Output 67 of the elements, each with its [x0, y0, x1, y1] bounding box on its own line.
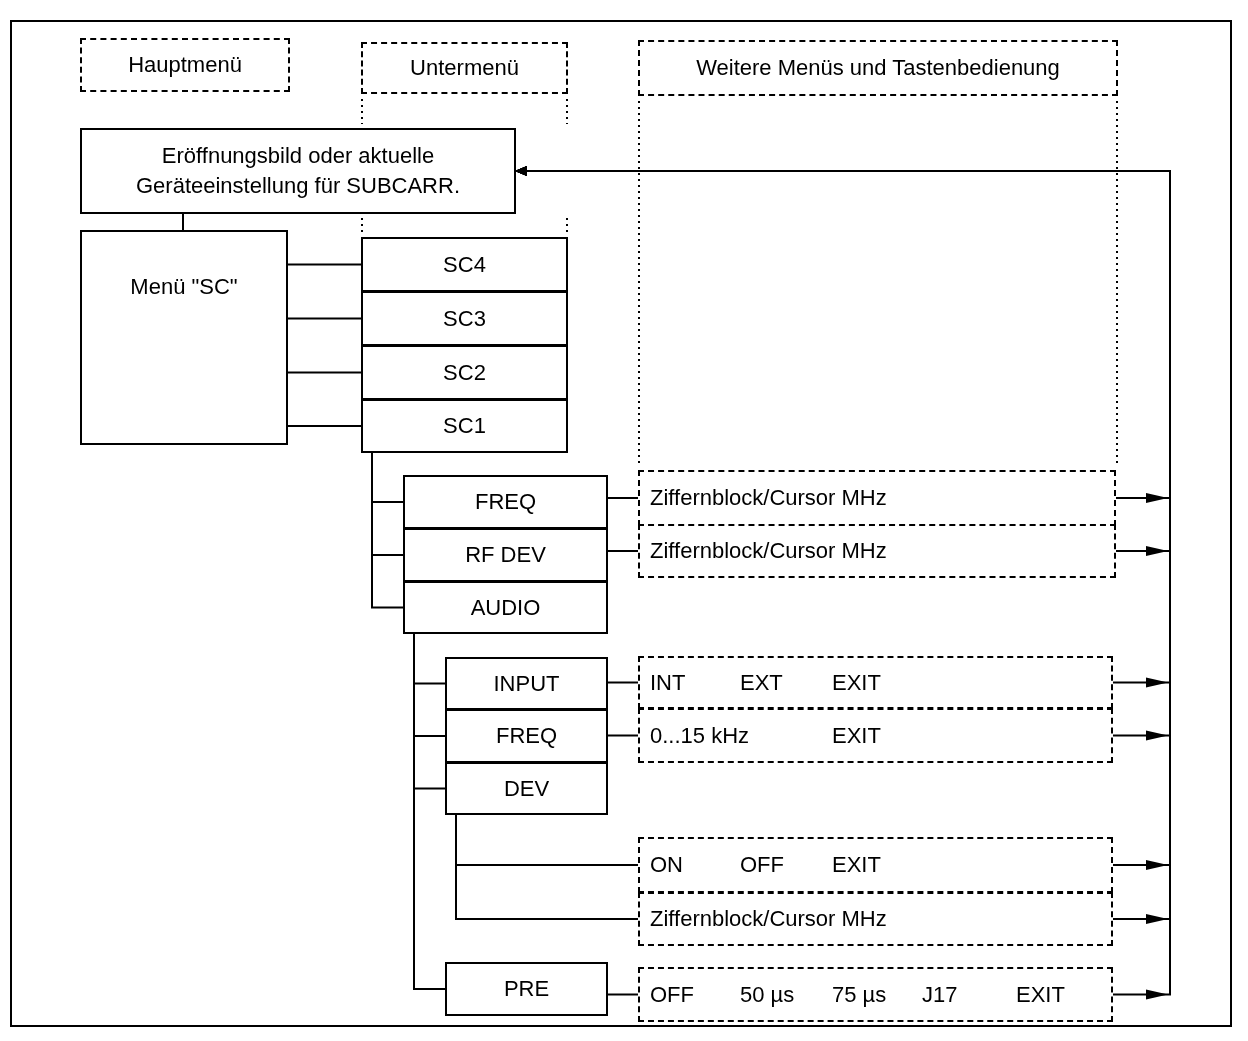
- menu-label: AUDIO: [469, 593, 542, 622]
- column-title: Untermenü: [409, 54, 520, 82]
- connector-line: [287, 425, 362, 427]
- menu-box: [403, 475, 608, 529]
- column-header: [361, 42, 568, 94]
- column-title: Weitere Menüs und Tastenbedienung: [695, 54, 1061, 82]
- option-label: ON: [650, 851, 683, 879]
- option-label: 50 µs: [740, 980, 795, 1009]
- menu-label: PRE: [502, 975, 551, 1003]
- connector-line: [607, 550, 639, 552]
- connector-line: [287, 317, 362, 320]
- option-label: 75 µs: [832, 980, 887, 1009]
- menu-box: [445, 762, 608, 815]
- menu-label: SC1: [442, 412, 487, 440]
- menu-label: FREQ: [473, 488, 538, 516]
- menu-label: Eröffnungsbild oder aktuelle Geräteeinstellung für SUBCARR.: [135, 142, 461, 200]
- option-label: 0...15 kHz: [650, 721, 750, 750]
- option-box: [638, 837, 1113, 893]
- option-box: [638, 708, 1113, 763]
- column-title: Hauptmenü: [127, 51, 243, 79]
- option-label: J17: [922, 980, 958, 1009]
- option-label: EXIT: [832, 721, 881, 750]
- menu-label: INPUT: [492, 669, 561, 698]
- menu-label: FREQ: [494, 722, 559, 750]
- option-box: [638, 656, 1113, 709]
- menu-box: [403, 528, 608, 582]
- menu-label: SC2: [442, 358, 487, 387]
- option-label: OFF: [740, 851, 784, 879]
- option-label: Ziffernblock/Cursor MHz: [650, 537, 887, 565]
- option-box: [638, 524, 1116, 578]
- option-box: [638, 470, 1116, 526]
- option-label: EXT: [740, 668, 783, 697]
- option-label: EXIT: [832, 668, 881, 697]
- connector-line: [607, 497, 639, 499]
- menu-label: DEV: [502, 774, 551, 803]
- menu-label: RF DEV: [464, 541, 547, 569]
- menu-box: [445, 962, 608, 1016]
- connector-line: [287, 371, 362, 374]
- option-label: EXIT: [1016, 980, 1065, 1009]
- option-label: Ziffernblock/Cursor MHz: [650, 484, 887, 512]
- menu-label: SC3: [442, 304, 487, 333]
- menu-box: [445, 657, 608, 710]
- connector-line: [371, 452, 404, 609]
- connector-line: [607, 681, 639, 684]
- column-header: [80, 38, 290, 92]
- connector-line: [182, 213, 184, 231]
- column-header: [638, 40, 1118, 96]
- menu-label: SC4: [442, 250, 487, 279]
- option-label: OFF: [650, 980, 694, 1009]
- menu-box: [361, 237, 568, 292]
- connector-line: [287, 263, 362, 266]
- menu-box: [361, 291, 568, 346]
- menu-label: Menü "SC": [129, 273, 239, 301]
- menu-box: [80, 128, 516, 214]
- connector-line: [455, 814, 639, 920]
- connector-line: [607, 734, 639, 737]
- option-label: EXIT: [832, 851, 881, 879]
- menu-box: [445, 709, 608, 763]
- menu-box: [361, 399, 568, 453]
- option-label: Ziffernblock/Cursor MHz: [650, 905, 887, 933]
- connector-line: [607, 993, 639, 996]
- menu-box: [403, 581, 608, 634]
- option-box: [638, 967, 1113, 1022]
- menu-box: [80, 230, 288, 445]
- option-box: [638, 892, 1113, 946]
- menu-box: [361, 345, 568, 400]
- option-label: INT: [650, 668, 686, 697]
